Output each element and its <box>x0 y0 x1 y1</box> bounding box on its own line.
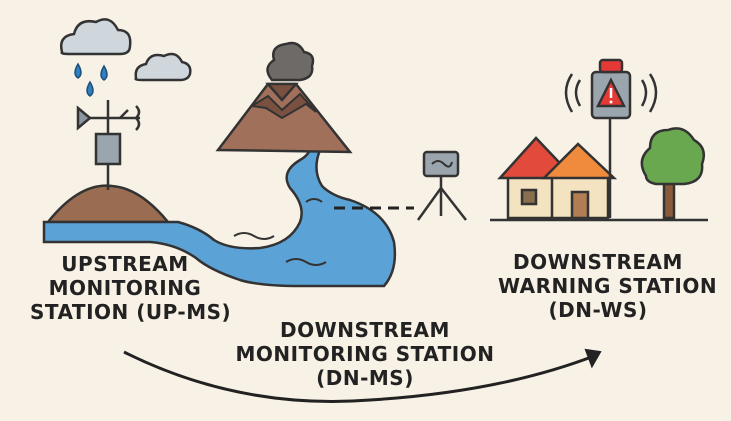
dnms-label-line3: (DN-MS) <box>316 366 414 390</box>
upstream-label-line2: MONITORING <box>48 276 202 300</box>
volcano-icon <box>215 41 353 154</box>
downstream-monitoring-label: DOWNSTREAM MONITORING STATION (DN-MS) <box>235 318 495 390</box>
weather-station-icon <box>76 100 141 190</box>
upstream-label-line3: STATION (UP-MS) <box>30 300 232 324</box>
cloud-icon <box>60 18 132 56</box>
dnms-label-line1: DOWNSTREAM <box>280 318 450 342</box>
raindrop-icon <box>74 62 108 97</box>
warning-siren-icon <box>564 58 658 218</box>
upstream-station-label: UPSTREAM MONITORING STATION (UP-MS) <box>30 252 232 324</box>
dnws-label-line1: DOWNSTREAM <box>513 250 683 274</box>
dnws-label-line2: WARNING STATION <box>498 274 718 298</box>
dnws-label-line3: (DN-WS) <box>548 298 648 322</box>
house-icon <box>540 142 618 220</box>
cloud-icon <box>134 52 192 82</box>
water-ripple <box>233 198 327 266</box>
arrow-icon <box>123 348 602 403</box>
upstream-hill <box>45 184 171 224</box>
downstream-warning-label: DOWNSTREAM WARNING STATION (DN-WS) <box>498 250 718 322</box>
dnms-label-line2: MONITORING STATION <box>235 342 495 366</box>
upstream-label-line1: UPSTREAM <box>61 252 189 276</box>
tree-icon <box>640 127 705 220</box>
sensor-tripod-icon <box>416 150 467 221</box>
